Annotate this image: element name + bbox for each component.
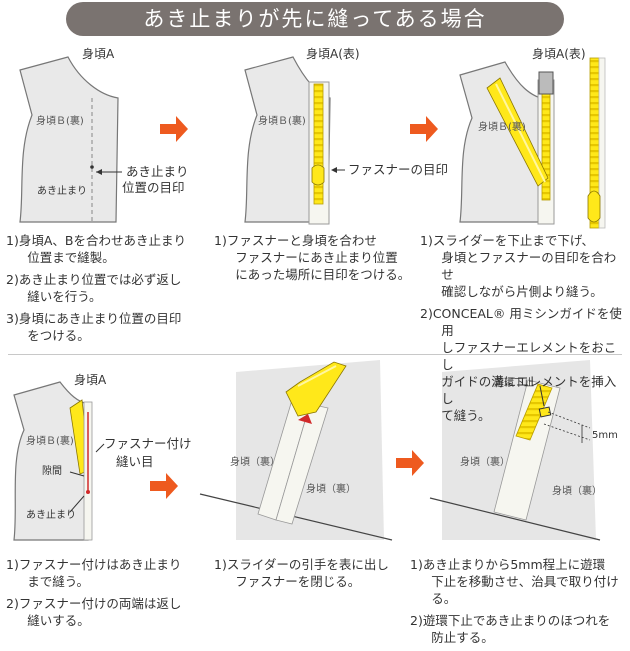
- pull-tab-icon: [298, 414, 312, 424]
- step-4-1: 1)ファスナー付けはあき止まり まで縫う。: [6, 557, 182, 589]
- panel-3-figure: [459, 57, 606, 229]
- diagram-canvas: 身頃A 身頃Ｂ(裏) あき止まり あき止まり 位置の目印 身頃A(表) 身頃Ｂ(…: [13, 46, 618, 541]
- panel-1-figure: [19, 56, 122, 223]
- label-seam-1: ファスナー付け: [104, 436, 192, 451]
- label-mark-1b: 位置の目印: [122, 180, 185, 195]
- panel-4-figure: [13, 381, 105, 541]
- arrow-right-icon: [410, 116, 438, 142]
- label-seam-2: 縫い目: [116, 454, 154, 469]
- panel-5-figure: [199, 360, 393, 541]
- label-akidomari-4: あき止まり: [26, 509, 76, 521]
- label-front-a-face-2: 身頃A(表): [306, 46, 360, 61]
- label-front-b-3: 身頃Ｂ(裏): [478, 120, 526, 133]
- step-1-2: 2)あき止まり位置では必ず返し 縫いを行う。: [6, 272, 182, 304]
- akidomari-mark: [90, 165, 94, 169]
- step-1-1: 1)身頃A、Bを合わせあき止まり 位置まで縫製。: [6, 233, 186, 265]
- step-3-1: 1)スライダーを下止まで下げ、 身頃とファスナーの目印を合わせ 確認しながら片側…: [420, 233, 617, 299]
- label-front-back-6b: 身頃（裏）: [552, 484, 602, 497]
- step-6-1: 1)あき止まりから5mm程上に遊環 下止を移動させ、治具で取り付ける。: [410, 557, 619, 606]
- label-5mm: 5mm: [592, 430, 618, 441]
- step-1-3: 3)身頃にあき止まり位置の目印 をつける。: [6, 311, 182, 343]
- zipper-teeth-closed: [515, 383, 553, 441]
- caption-panel-1: 1)身頃A、Bを合わせあき止まり 位置まで縫製。 2)あき止まり位置では必ず返し…: [6, 232, 206, 349]
- caption-panel-2: 1)ファスナーと身頃を合わせ ファスナーにあき止まり位置 にあった場所に目印をつ…: [214, 232, 414, 288]
- label-front-a-4: 身頃A: [74, 372, 107, 387]
- arrow-right-icon: [396, 450, 424, 476]
- stopper-icon: [538, 406, 552, 418]
- slider-icon: [538, 71, 554, 95]
- zipper-flap: [285, 361, 347, 417]
- label-fastener-mark: ファスナーの目印: [348, 162, 448, 177]
- label-front-back-5b: 身頃（裏）: [306, 482, 356, 495]
- zipper-teeth: [313, 83, 324, 205]
- label-front-back-6a: 身頃（裏）: [460, 455, 510, 468]
- caption-panel-6: 1)あき止まりから5mm程上に遊環 下止を移動させ、治具で取り付ける。 2)遊環…: [410, 556, 628, 651]
- step-6-2: 2)遊環下止であき止まりのほつれを 防止する。: [410, 613, 611, 645]
- label-front-b-4: 身頃Ｂ(裏): [26, 434, 74, 447]
- label-front-b-2: 身頃Ｂ(裏): [258, 114, 306, 127]
- step-5-1: 1)スライダーの引手を表に出し ファスナーを閉じる。: [214, 557, 389, 589]
- caption-panel-4: 1)ファスナー付けはあき止まり まで縫う。 2)ファスナー付けの両端は返し 縫い…: [6, 556, 206, 634]
- label-akidomari-1: あき止まり: [37, 185, 87, 197]
- page-title: あき止まりが先に縫ってある場合: [66, 2, 564, 36]
- label-front-a-1: 身頃A: [82, 46, 115, 61]
- zipper-stop: [311, 164, 325, 186]
- label-front-b-1: 身頃Ｂ(裏): [36, 114, 84, 127]
- label-front-a-face-3: 身頃A(表): [532, 46, 586, 61]
- label-gap: 隙間: [42, 464, 62, 477]
- caption-panel-3: 1)スライダーを下止まで下げ、 身頃とファスナーの目印を合わせ 確認しながら片側…: [420, 232, 628, 429]
- step-2-1: 1)ファスナーと身頃を合わせ ファスナーにあき止まり位置 にあった場所に目印をつ…: [214, 233, 411, 282]
- arrow-right-icon: [150, 473, 178, 499]
- arrow-right-icon: [160, 116, 188, 142]
- fabric-front-b: [19, 56, 119, 223]
- label-front-back-5a: 身頃（裏）: [230, 455, 280, 468]
- step-4-2: 2)ファスナー付けの両端は返し 縫いする。: [6, 596, 182, 628]
- label-mark-1a: あき止まり: [126, 164, 189, 179]
- step-3-2: 2)CONCEAL® 用ミシンガイドを使用 しファスナーエレメントをおこし ガイ…: [420, 306, 622, 423]
- panel-6-figure: [429, 360, 601, 541]
- section-divider: [8, 354, 622, 355]
- caption-panel-5: 1)スライダーの引手を表に出し ファスナーを閉じる。: [214, 556, 414, 595]
- label-stopper: 遊環下止: [494, 376, 534, 389]
- panel-2-figure: [244, 56, 345, 225]
- tape-right: [275, 403, 329, 525]
